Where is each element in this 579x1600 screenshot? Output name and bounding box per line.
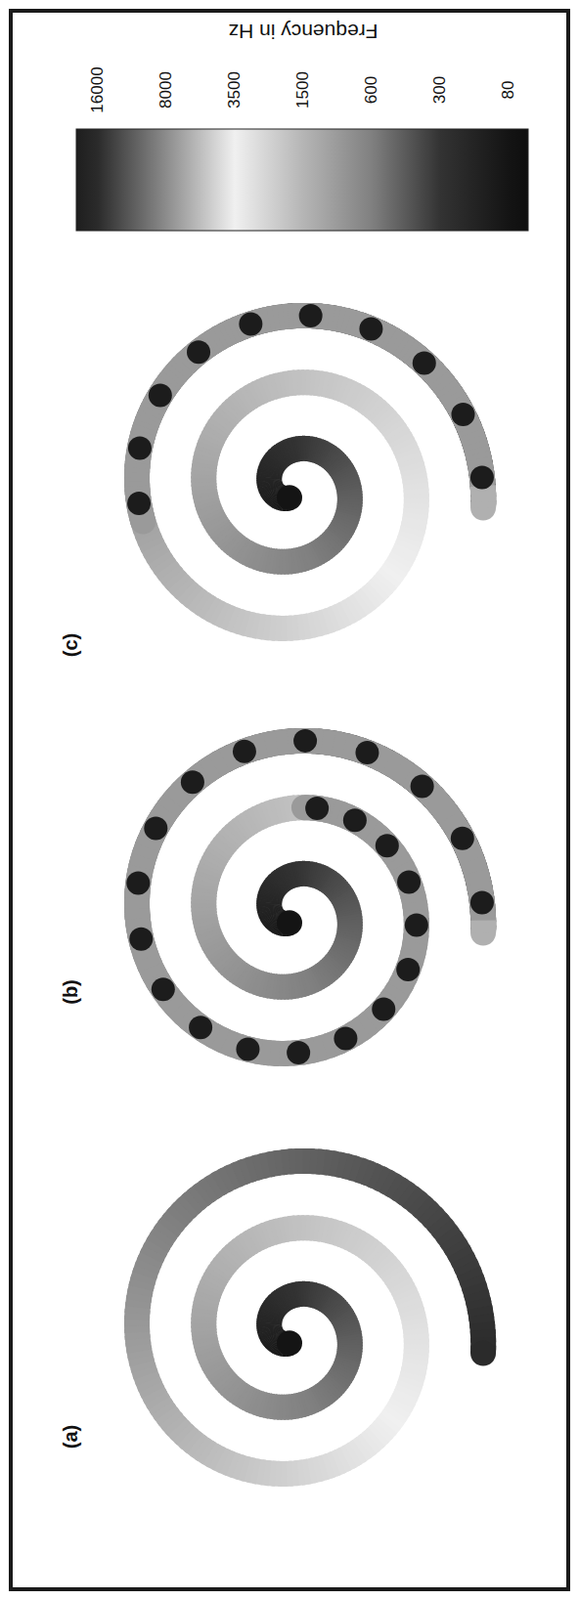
electrode-dot [286,1041,311,1066]
electrode-dot [375,834,400,858]
electrode-dot [450,827,475,851]
electrode-dot [127,491,151,516]
axis-title: Frequency in Hz [228,19,379,43]
electrode-dot [235,1037,260,1062]
electrode-dot [450,402,475,427]
electrode-dot [129,928,153,952]
colour-bar [76,129,529,231]
electrode-dot [305,797,329,821]
electrode-dot [126,871,150,895]
electrode-dot [410,774,435,799]
electrode-dot [412,351,437,375]
tick-value: 300 [431,76,450,104]
electrode-dot [293,729,317,754]
electrode-dot [343,808,367,833]
electrode-dot [358,317,383,342]
electrode-dot [143,816,168,841]
electrode-dot [299,304,323,328]
tick-value: 600 [362,76,382,104]
electrode-dot [470,890,494,915]
electrode-dot [333,1026,357,1051]
cochlea-spiral [127,304,496,629]
electrode-dot [180,770,205,795]
tick-value: 1500 [294,71,313,109]
tick-value: 8000 [157,71,177,109]
electrode-dot [470,465,494,490]
electrode-dot [397,870,421,894]
panel-label: (c) [59,633,82,658]
electrode-dot [238,312,263,337]
electrode-dot [188,1016,213,1040]
electrode-dot [371,998,396,1023]
tick-value: 16000 [89,66,108,113]
panel-label: (b) [59,979,82,1006]
tick-value: 80 [499,81,519,100]
electrode-dot [355,741,379,765]
cochlea-spiral [136,1161,496,1475]
electrode-dot [128,436,152,460]
electrode-dot [148,384,173,408]
tick-value: 3500 [225,71,245,109]
cochlea-spiral [126,729,496,1066]
electrode-dot [404,914,429,938]
panel-label: (a) [59,1425,82,1450]
electrode-dot [396,958,420,982]
electrode-dot [232,740,257,764]
electrode-dot [186,340,211,364]
figure-frame [10,10,569,1591]
electrode-dot [151,978,176,1002]
